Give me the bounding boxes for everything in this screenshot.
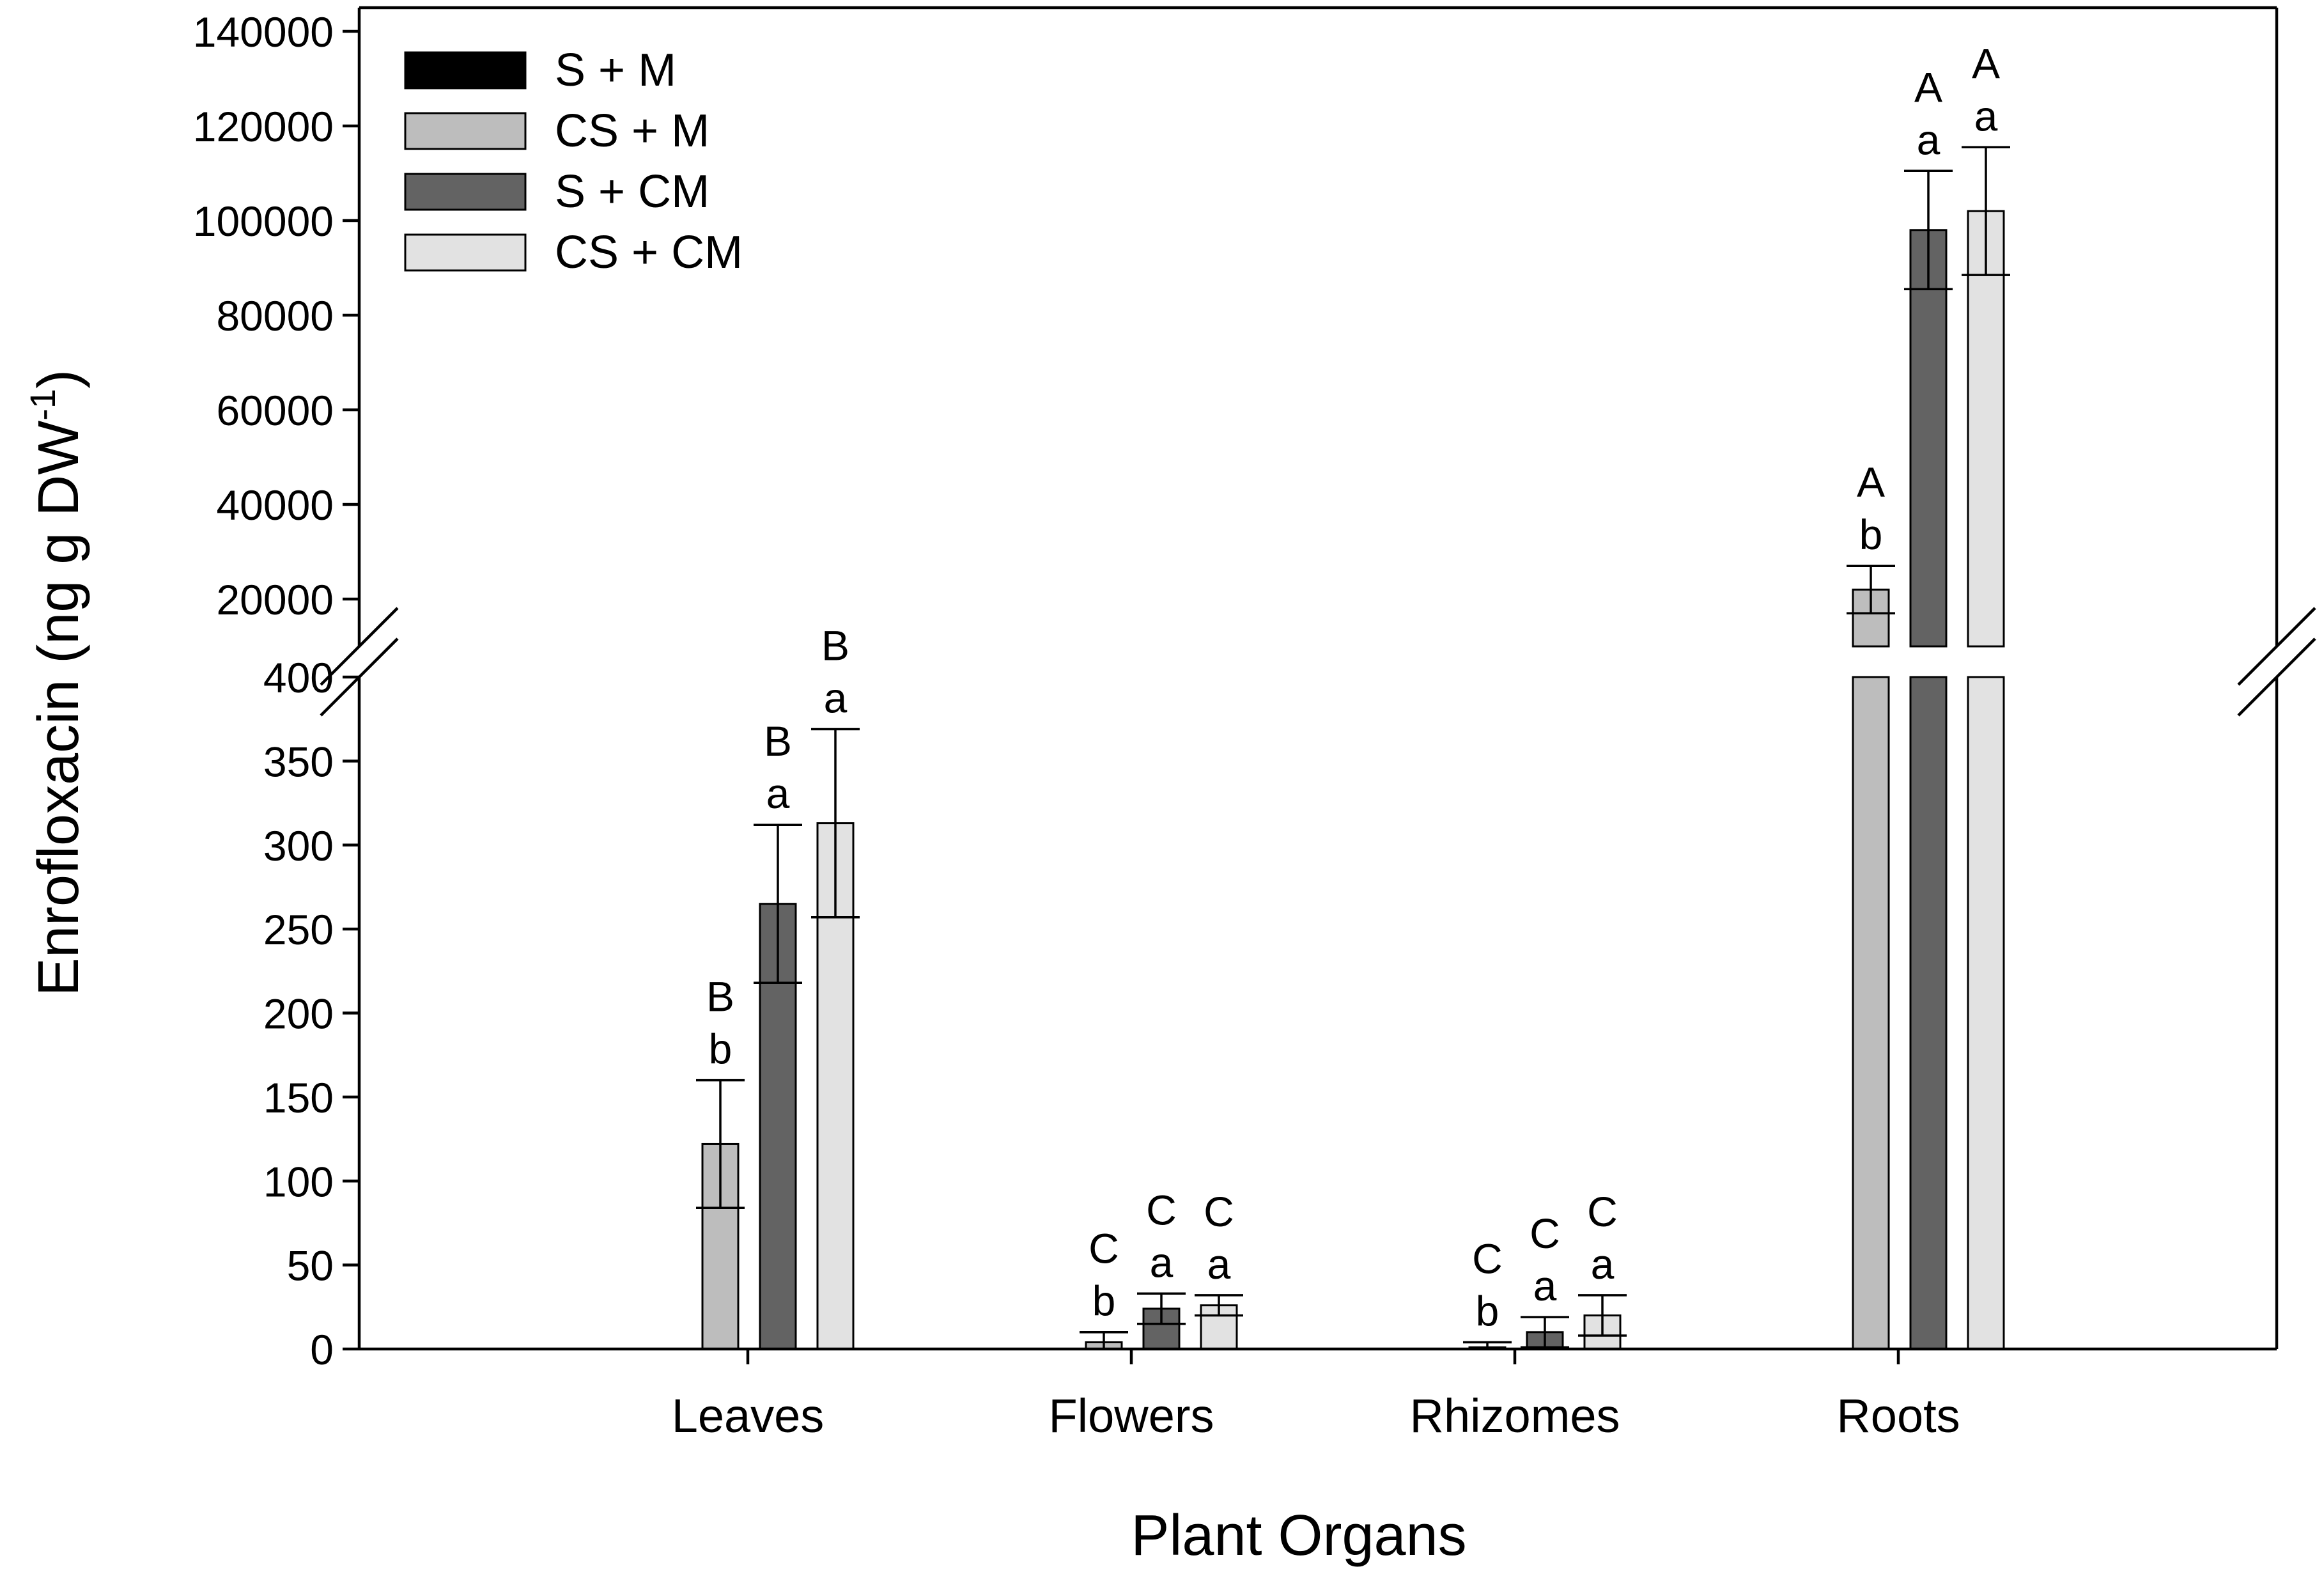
axes-layer [320,6,2316,1364]
significance-letter-lower: a [1974,92,1998,139]
y-axis-title: Enrofloxacin (ng g DW-1) [22,370,91,996]
x-axis-title: Plant Organs [1131,1504,1466,1568]
y-tick-label-lower: 0 [310,1326,334,1373]
bar-lower-segment [1967,676,2005,1350]
y-tick-label-upper: 80000 [216,292,334,339]
legend-swatch [404,51,527,90]
significance-letter-lower: b [1859,511,1883,558]
x-tick-label: Roots [1836,1389,1960,1442]
significance-letter-lower: a [824,674,848,721]
y-tick-label-lower: 250 [263,906,334,953]
y-tick-label-lower: 200 [263,990,334,1038]
bar-lower-segment [1909,676,1948,1350]
y-tick-label-upper: 100000 [193,198,334,245]
legend-swatch [404,112,527,150]
significance-letter-lower: b [1092,1277,1116,1325]
y-tick-label-lower: 400 [263,654,334,701]
significance-letter-lower: a [1917,116,1941,163]
y-tick-label-upper: 140000 [193,8,334,56]
significance-letter-upper: B [764,717,792,765]
y-tick-label-upper: 20000 [216,576,334,623]
y-tick-label-lower: 100 [263,1158,334,1205]
significance-letter-lower: a [1591,1240,1615,1288]
legend: S + M CS + M S + CM CS + CM [404,45,743,278]
y-tick-label-lower: 150 [263,1074,334,1121]
y-tick-label-upper: 40000 [216,481,334,529]
legend-label: S + CM [555,166,709,217]
significance-letter-upper: C [1146,1186,1177,1233]
axis-break-mark [320,607,399,686]
x-tick-label: Rhizomes [1410,1389,1620,1442]
significance-letter-lower: a [766,770,790,817]
tick-labels-layer: 0 50 100 150 200 250 300 350 400 20000 40000 60000 8… [193,8,1960,1442]
significance-letter-upper: C [1088,1225,1119,1272]
bars-layer [701,210,2005,1350]
significance-letter-lower: a [1533,1262,1557,1309]
bar-upper-segment [1967,210,2005,648]
significance-letter-upper: C [1204,1188,1234,1235]
y-tick-label-upper: 60000 [216,387,334,434]
significance-letter-upper: C [1472,1235,1503,1282]
y-tick-label-lower: 50 [287,1242,334,1290]
significance-letter-lower: b [1476,1287,1499,1334]
significance-letter-lower: a [1207,1240,1231,1288]
legend-label: CS + CM [555,227,743,278]
legend-swatch [404,173,527,211]
significance-letter-upper: B [706,973,734,1020]
x-tick-label: Leaves [672,1389,825,1442]
significance-letter-upper: B [821,621,849,669]
significance-letter-upper: C [1587,1188,1618,1235]
significance-letter-lower: a [1150,1238,1174,1286]
legend-swatch [404,233,527,272]
y-axis-title-main: Enrofloxacin (ng g DW [27,421,91,996]
y-axis-title-close: ) [27,370,91,389]
legend-label: S + M [555,45,676,96]
significance-letter-lower: b [709,1025,732,1073]
significance-letter-upper: A [1972,40,2000,87]
axis-break-mark [2237,607,2316,686]
error-bars-layer [696,146,2010,1350]
significance-letter-upper: A [1857,458,1885,506]
y-axis-title-superscript: -1 [22,389,63,421]
bar-upper-segment [1909,229,1948,648]
y-tick-label-lower: 300 [263,822,334,869]
legend-label: CS + M [555,105,709,157]
axis-break-mark [2237,637,2316,717]
y-tick-label-upper: 120000 [193,103,334,150]
y-tick-label-lower: 350 [263,738,334,785]
bar-lower-segment [1852,676,1890,1350]
x-tick-label: Flowers [1048,1389,1214,1442]
significance-letter-upper: C [1530,1210,1560,1257]
significance-letter-upper: A [1914,63,1942,111]
